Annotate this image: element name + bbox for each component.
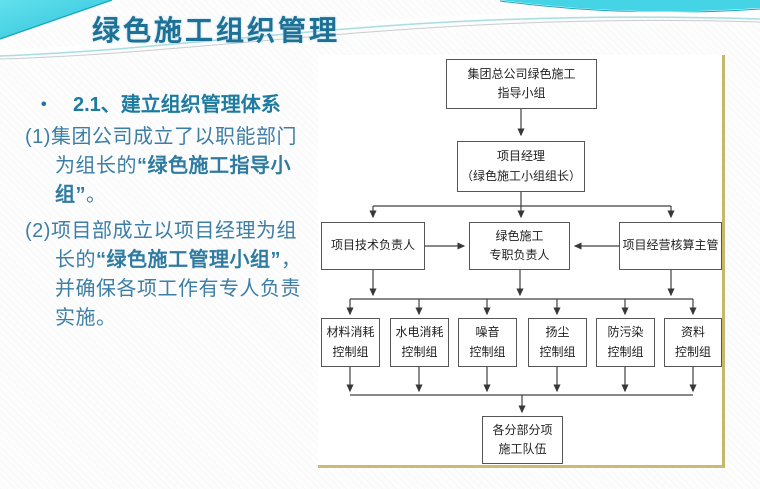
paragraph-1-tail: 。	[86, 184, 107, 206]
flow-node-project-manager: 项目经理 （绿色施工小组组长）	[457, 141, 585, 192]
paragraph-2-tail: ，并确保各项工作有专人负责实施。	[55, 249, 302, 329]
bullet-icon: •	[41, 96, 47, 113]
paragraph-2-text: (2)项目部成立以项目经理为组长的	[25, 220, 297, 271]
flow-node-water-power: 水电消耗 控制组	[390, 318, 449, 367]
flow-node-crews: 各分部分项 施工队伍	[482, 416, 563, 464]
paragraph-2-emphasis: “绿色施工管理小组”	[96, 249, 281, 271]
flow-node-documents: 资料 控制组	[664, 318, 722, 367]
flow-node-material: 材料消耗 控制组	[321, 318, 380, 367]
section-heading-row: • 2.1、建立组织管理体系	[25, 90, 307, 120]
paragraph-1-emphasis: “绿色施工指导小组”	[55, 155, 291, 206]
paragraph-1-text: (1)集团公司成立了以职能部门为组长的	[25, 126, 297, 177]
paragraph-2: (2)项目部成立以项目经理为组长的“绿色施工管理小组”，并确保各项工作有专人负责…	[25, 217, 307, 333]
org-flowchart-panel: 集团总公司绿色施工 指导小组 项目经理 （绿色施工小组组长） 项目技术负责人 绿…	[318, 55, 725, 468]
paragraph-1: (1)集团公司成立了以职能部门为组长的“绿色施工指导小组”。	[25, 123, 307, 210]
flow-node-anti-pollution: 防污染 控制组	[596, 318, 655, 367]
body-text-column: • 2.1、建立组织管理体系 (1)集团公司成立了以职能部门为组长的“绿色施工指…	[25, 90, 307, 340]
flow-node-dust: 扬尘 控制组	[528, 318, 587, 367]
section-heading: 2.1、建立组织管理体系	[73, 94, 281, 116]
page-title: 绿色施工组织管理	[92, 15, 341, 46]
flow-node-green-officer: 绿色施工 专职负责人	[469, 222, 570, 270]
flow-node-tech-director: 项目技术负责人	[321, 222, 425, 270]
header-swoosh-decoration	[0, 0, 760, 60]
flowchart-connector-lines	[346, 109, 697, 414]
flow-node-noise: 噪音 控制组	[458, 318, 517, 367]
flow-node-accounting: 项目经营核算主管	[619, 222, 722, 270]
flow-node-group-leading: 集团总公司绿色施工 指导小组	[446, 59, 597, 109]
